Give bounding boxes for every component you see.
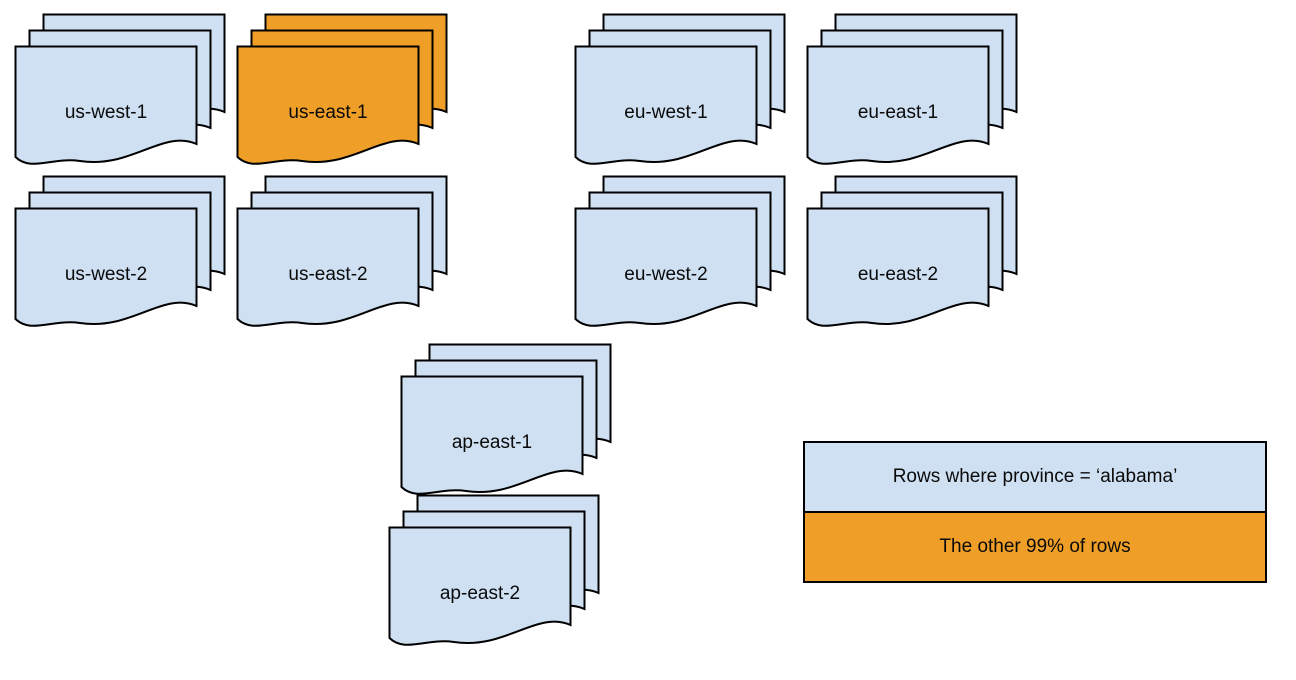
stack-label: eu-east-1 xyxy=(857,102,939,123)
doc-stack-eu-west-2: eu-west-2 xyxy=(574,175,786,341)
legend-item-other-rows: The other 99% of rows xyxy=(805,513,1265,581)
stack-label: us-east-1 xyxy=(288,102,368,123)
stack-label: us-west-1 xyxy=(64,102,148,123)
stack-label: eu-east-2 xyxy=(857,264,939,285)
doc-stack-eu-east-2: eu-east-2 xyxy=(806,175,1018,341)
doc-stack-us-west-1: us-west-1 xyxy=(14,13,226,179)
stack-label: ap-east-1 xyxy=(451,432,533,453)
doc-stack-us-east-2: us-east-2 xyxy=(236,175,448,341)
legend: Rows where province = ‘alabama’ The othe… xyxy=(803,441,1267,583)
stack-label: eu-west-2 xyxy=(624,264,708,285)
stack-label: ap-east-2 xyxy=(439,583,521,604)
legend-label: The other 99% of rows xyxy=(939,536,1131,557)
doc-stack-us-east-1: us-east-1 xyxy=(236,13,448,179)
legend-item-alabama-rows: Rows where province = ‘alabama’ xyxy=(805,443,1265,513)
stack-label: us-west-2 xyxy=(64,264,148,285)
doc-stack-eu-east-1: eu-east-1 xyxy=(806,13,1018,179)
stack-label: eu-west-1 xyxy=(624,102,708,123)
doc-stack-us-west-2: us-west-2 xyxy=(14,175,226,341)
legend-label: Rows where province = ‘alabama’ xyxy=(892,466,1178,487)
stack-label: us-east-2 xyxy=(288,264,368,285)
doc-stack-eu-west-1: eu-west-1 xyxy=(574,13,786,179)
doc-stack-ap-east-1: ap-east-1 xyxy=(400,343,612,509)
doc-stack-ap-east-2: ap-east-2 xyxy=(388,494,600,660)
